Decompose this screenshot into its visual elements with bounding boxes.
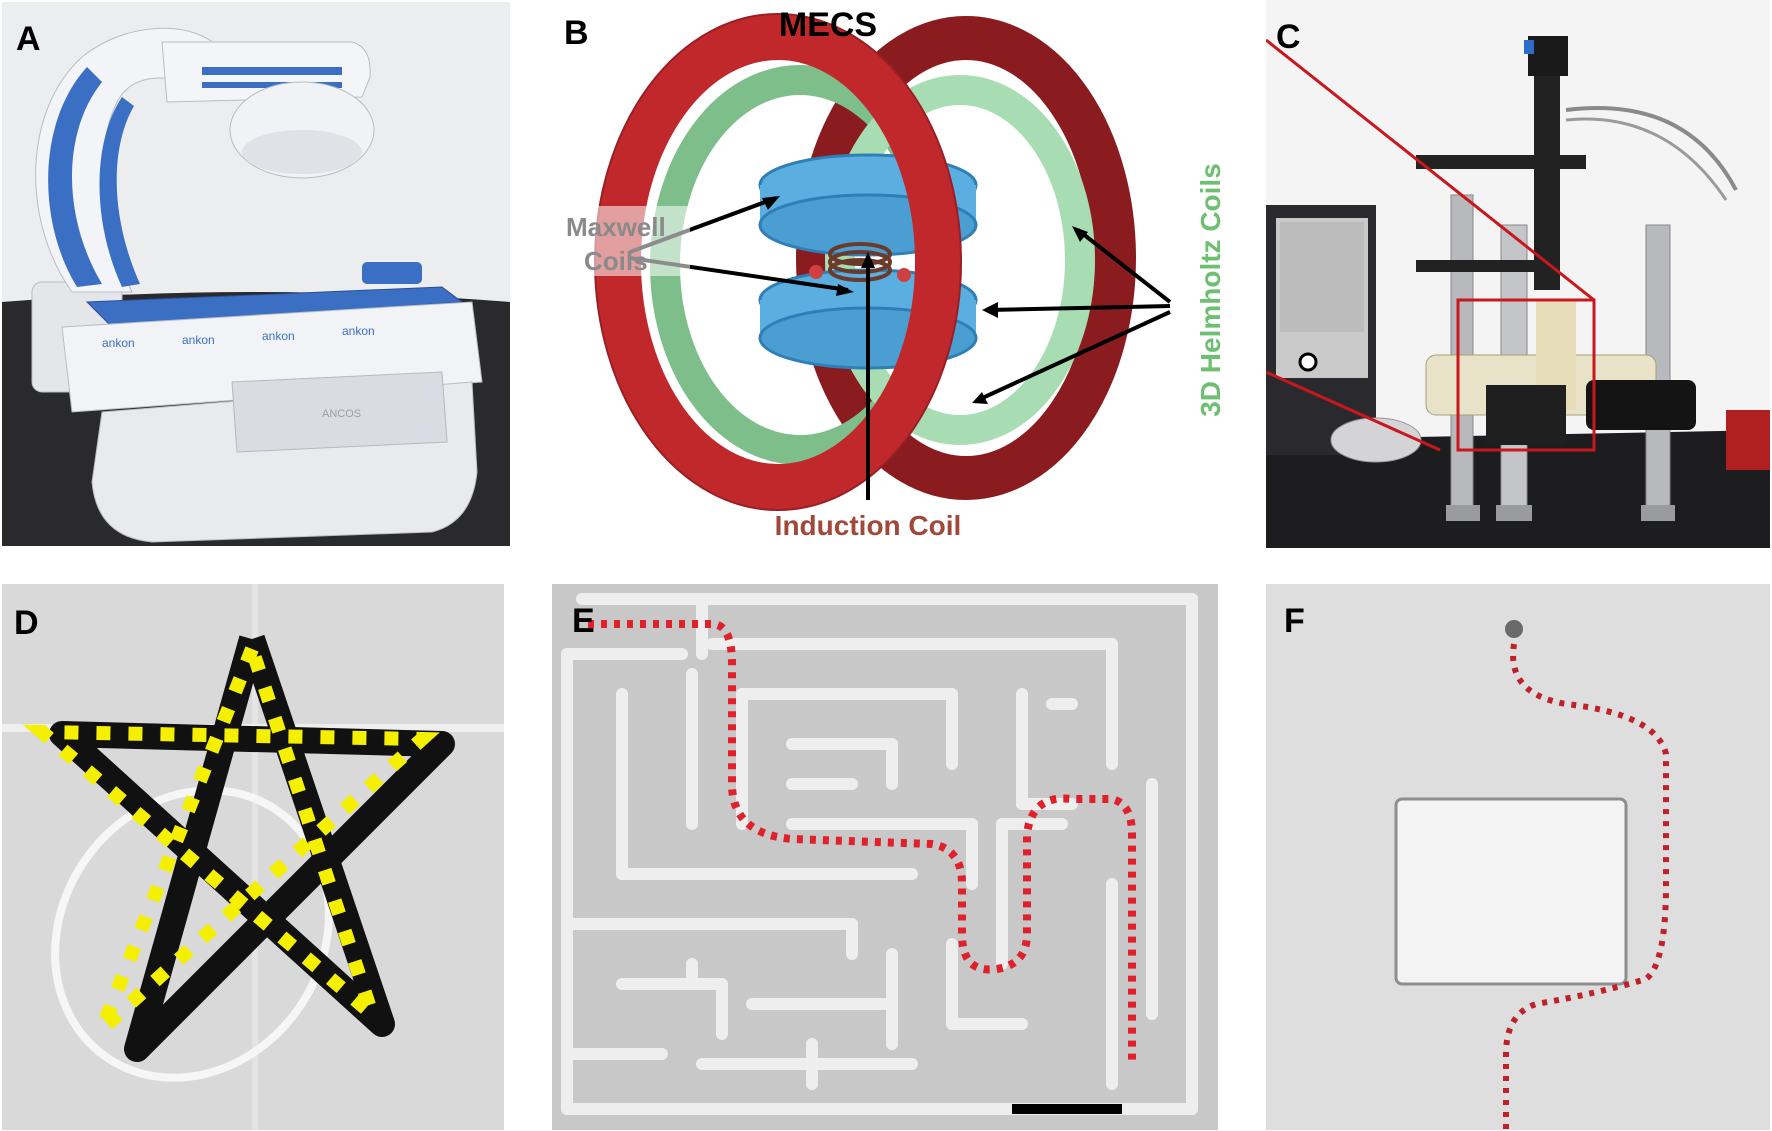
panel-label-f: F: [1284, 602, 1305, 640]
panel-e: E: [552, 584, 1218, 1130]
lab-setup-photo: [1266, 0, 1770, 548]
diagram-title: MECS: [779, 6, 877, 44]
magnetic-control-system-photo: ankon ankon ankon ankon ANCOS: [2, 2, 510, 546]
induction-coil-label: Induction Coil: [775, 510, 962, 541]
maxwell-coils-label: Coils: [584, 246, 648, 276]
panel-d: D: [2, 584, 504, 1130]
solution-path: [588, 620, 1136, 1064]
panel-label-a: A: [16, 20, 41, 58]
obstacle: [1394, 797, 1628, 986]
brand-logo: ankon: [262, 329, 295, 343]
trajectory-circle: [51, 786, 333, 1082]
scale-bar: [1012, 1104, 1122, 1114]
panel-b: Maxwell Coils MECS 3D Helmholtz Coils In…: [548, 0, 1248, 550]
maze-image: [552, 584, 1218, 1130]
maxwell-label-box: [560, 206, 690, 276]
maze-walls: [561, 593, 1198, 1115]
zoom-box: [1456, 298, 1596, 452]
induction-coil: [809, 242, 911, 282]
panel-label-b: B: [564, 14, 589, 52]
brand-logo: ankon: [182, 333, 215, 347]
planned-path: [22, 646, 440, 1036]
mecs-coil-diagram: Maxwell Coils MECS 3D Helmholtz Coils In…: [548, 0, 1248, 550]
star-trajectory-image: [2, 584, 504, 1130]
panel-f: F: [1266, 584, 1770, 1130]
panel-label-c: C: [1276, 18, 1301, 56]
model-plate: ANCOS: [322, 408, 361, 420]
panel-label-e: E: [572, 602, 595, 640]
obstacle-trajectory-image: [1266, 584, 1770, 1130]
panel-a: ankon ankon ankon ankon ANCOS A: [2, 2, 510, 546]
brand-logo: ankon: [342, 324, 375, 338]
panel-label-d: D: [14, 604, 39, 642]
panel-c: C: [1266, 0, 1770, 548]
helmholtz-coils-label: 3D Helmholtz Coils: [1195, 163, 1226, 417]
trajectory-path: [1503, 643, 1669, 1130]
robot: [1505, 620, 1523, 638]
brand-logo: ankon: [102, 336, 135, 350]
maxwell-coils-label: Maxwell: [566, 212, 666, 242]
